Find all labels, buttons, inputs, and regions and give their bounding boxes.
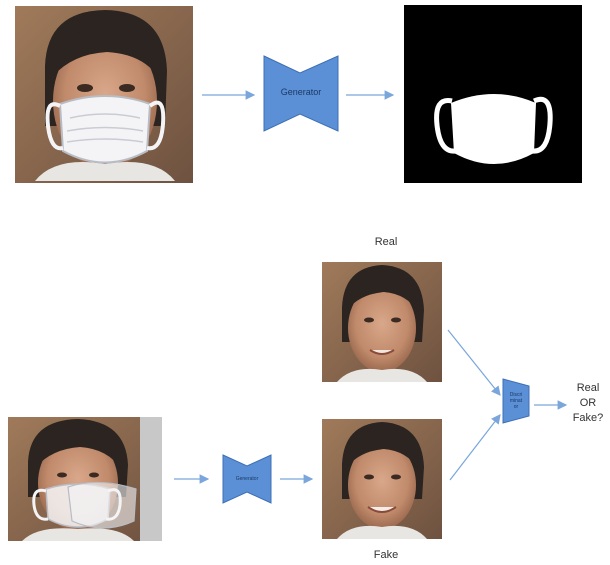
masked-face-photo [15,6,193,183]
arrow-input-to-generator-bottom [174,474,210,484]
fake-face-photo [322,419,442,539]
generator-label-top: Generator [280,87,322,97]
arrow-discriminator-to-output [534,400,568,410]
masked-input-photo [8,417,162,541]
arrow-generator-to-mask [346,90,395,100]
discriminator-label-1: Discri [509,392,523,398]
output-fake: Fake? [572,412,604,424]
arrow-input-to-generator [202,90,256,100]
generator-block-bottom: Generator [222,454,272,504]
discriminator-label-2: minat [509,398,523,404]
generator-label-bottom: Generator [235,476,259,482]
fake-label: Fake [373,549,399,561]
output-real: Real [576,382,600,394]
real-label: Real [374,236,398,248]
arrow-generator-to-fake [280,474,314,484]
mask-segmentation-output [404,5,582,183]
discriminator-block: Discri minat or [502,378,530,424]
arrows-to-discriminator [447,329,501,481]
output-or: OR [579,397,597,409]
discriminator-label-3: or [513,404,519,410]
generator-block-top: Generator [263,55,339,132]
real-face-photo [322,262,442,382]
